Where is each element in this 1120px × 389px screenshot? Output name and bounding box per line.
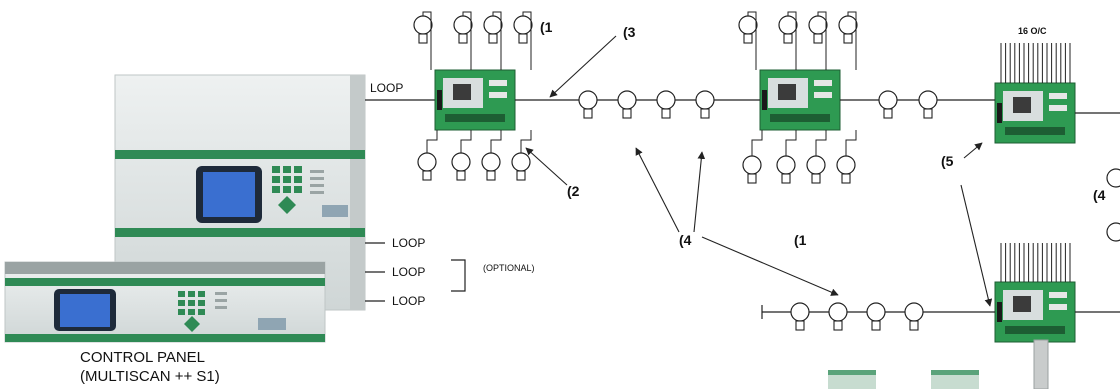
module-board	[994, 82, 1076, 144]
detector-icon	[481, 152, 501, 181]
callout-1-top: (1	[540, 19, 553, 35]
control-panel-caption-line1: CONTROL PANEL	[80, 349, 205, 366]
detector-icon	[483, 15, 503, 44]
callout-arrow-4c	[701, 236, 839, 296]
detector-icon	[617, 90, 637, 119]
detector-icon	[513, 15, 533, 44]
detector-icon	[836, 155, 856, 184]
oc-label: 16 O/C	[1018, 26, 1047, 36]
module-board	[994, 281, 1076, 343]
loop-label-main: LOOP	[370, 81, 403, 95]
callout-4-right: (4	[1093, 187, 1106, 203]
callout-1-bottom: (1	[794, 232, 807, 248]
module-board	[434, 69, 516, 131]
callout-arrow-3	[549, 35, 617, 98]
module-board	[759, 69, 841, 131]
control-panel-image	[4, 74, 366, 343]
detector-icon	[808, 15, 828, 44]
loop-label-2: LOOP	[392, 236, 425, 250]
detector-icon	[413, 15, 433, 44]
loop-label-3: LOOP	[392, 265, 425, 279]
detector-icon	[453, 15, 473, 44]
detector-icon	[738, 15, 758, 44]
detector-icon	[778, 15, 798, 44]
detector-icon	[790, 302, 810, 331]
callout-arrow-4a	[635, 147, 680, 233]
optional-bracket	[451, 259, 466, 292]
detector-icon	[838, 15, 858, 44]
cable-conduit	[1033, 339, 1049, 389]
detector-devices	[413, 11, 1120, 331]
detector-icon	[417, 152, 437, 181]
callout-4-middle: (4	[679, 232, 692, 248]
output-contacts	[1000, 43, 1071, 282]
detector-icon	[578, 90, 598, 119]
callout-2: (2	[567, 183, 580, 199]
callout-5: (5	[941, 153, 954, 169]
small-module-images	[828, 370, 979, 389]
detector-icon	[695, 90, 715, 119]
callout-3: (3	[623, 24, 636, 40]
detector-icon	[656, 90, 676, 119]
detector-icon	[866, 302, 886, 331]
detector-icon	[742, 155, 762, 184]
module-boards	[434, 69, 1076, 343]
callout-arrow-4b	[693, 151, 706, 233]
detector-icon	[828, 302, 848, 331]
callout-arrow-5a	[963, 142, 983, 159]
detector-icon	[806, 155, 826, 184]
detector-icon	[451, 152, 471, 181]
detector-icon	[904, 302, 924, 331]
optional-label: (OPTIONAL)	[483, 263, 535, 273]
callout-arrow-2	[525, 147, 568, 186]
detector-icon	[511, 152, 531, 181]
loop-label-4: LOOP	[392, 294, 425, 308]
callout-arrow-5b	[960, 184, 993, 307]
detector-icon	[1106, 222, 1120, 242]
detector-icon	[1106, 168, 1120, 188]
control-panel-caption-line2: (MULTISCAN ++ S1)	[80, 368, 220, 385]
detector-icon	[878, 90, 898, 119]
detector-icon	[776, 155, 796, 184]
detector-icon	[918, 90, 938, 119]
